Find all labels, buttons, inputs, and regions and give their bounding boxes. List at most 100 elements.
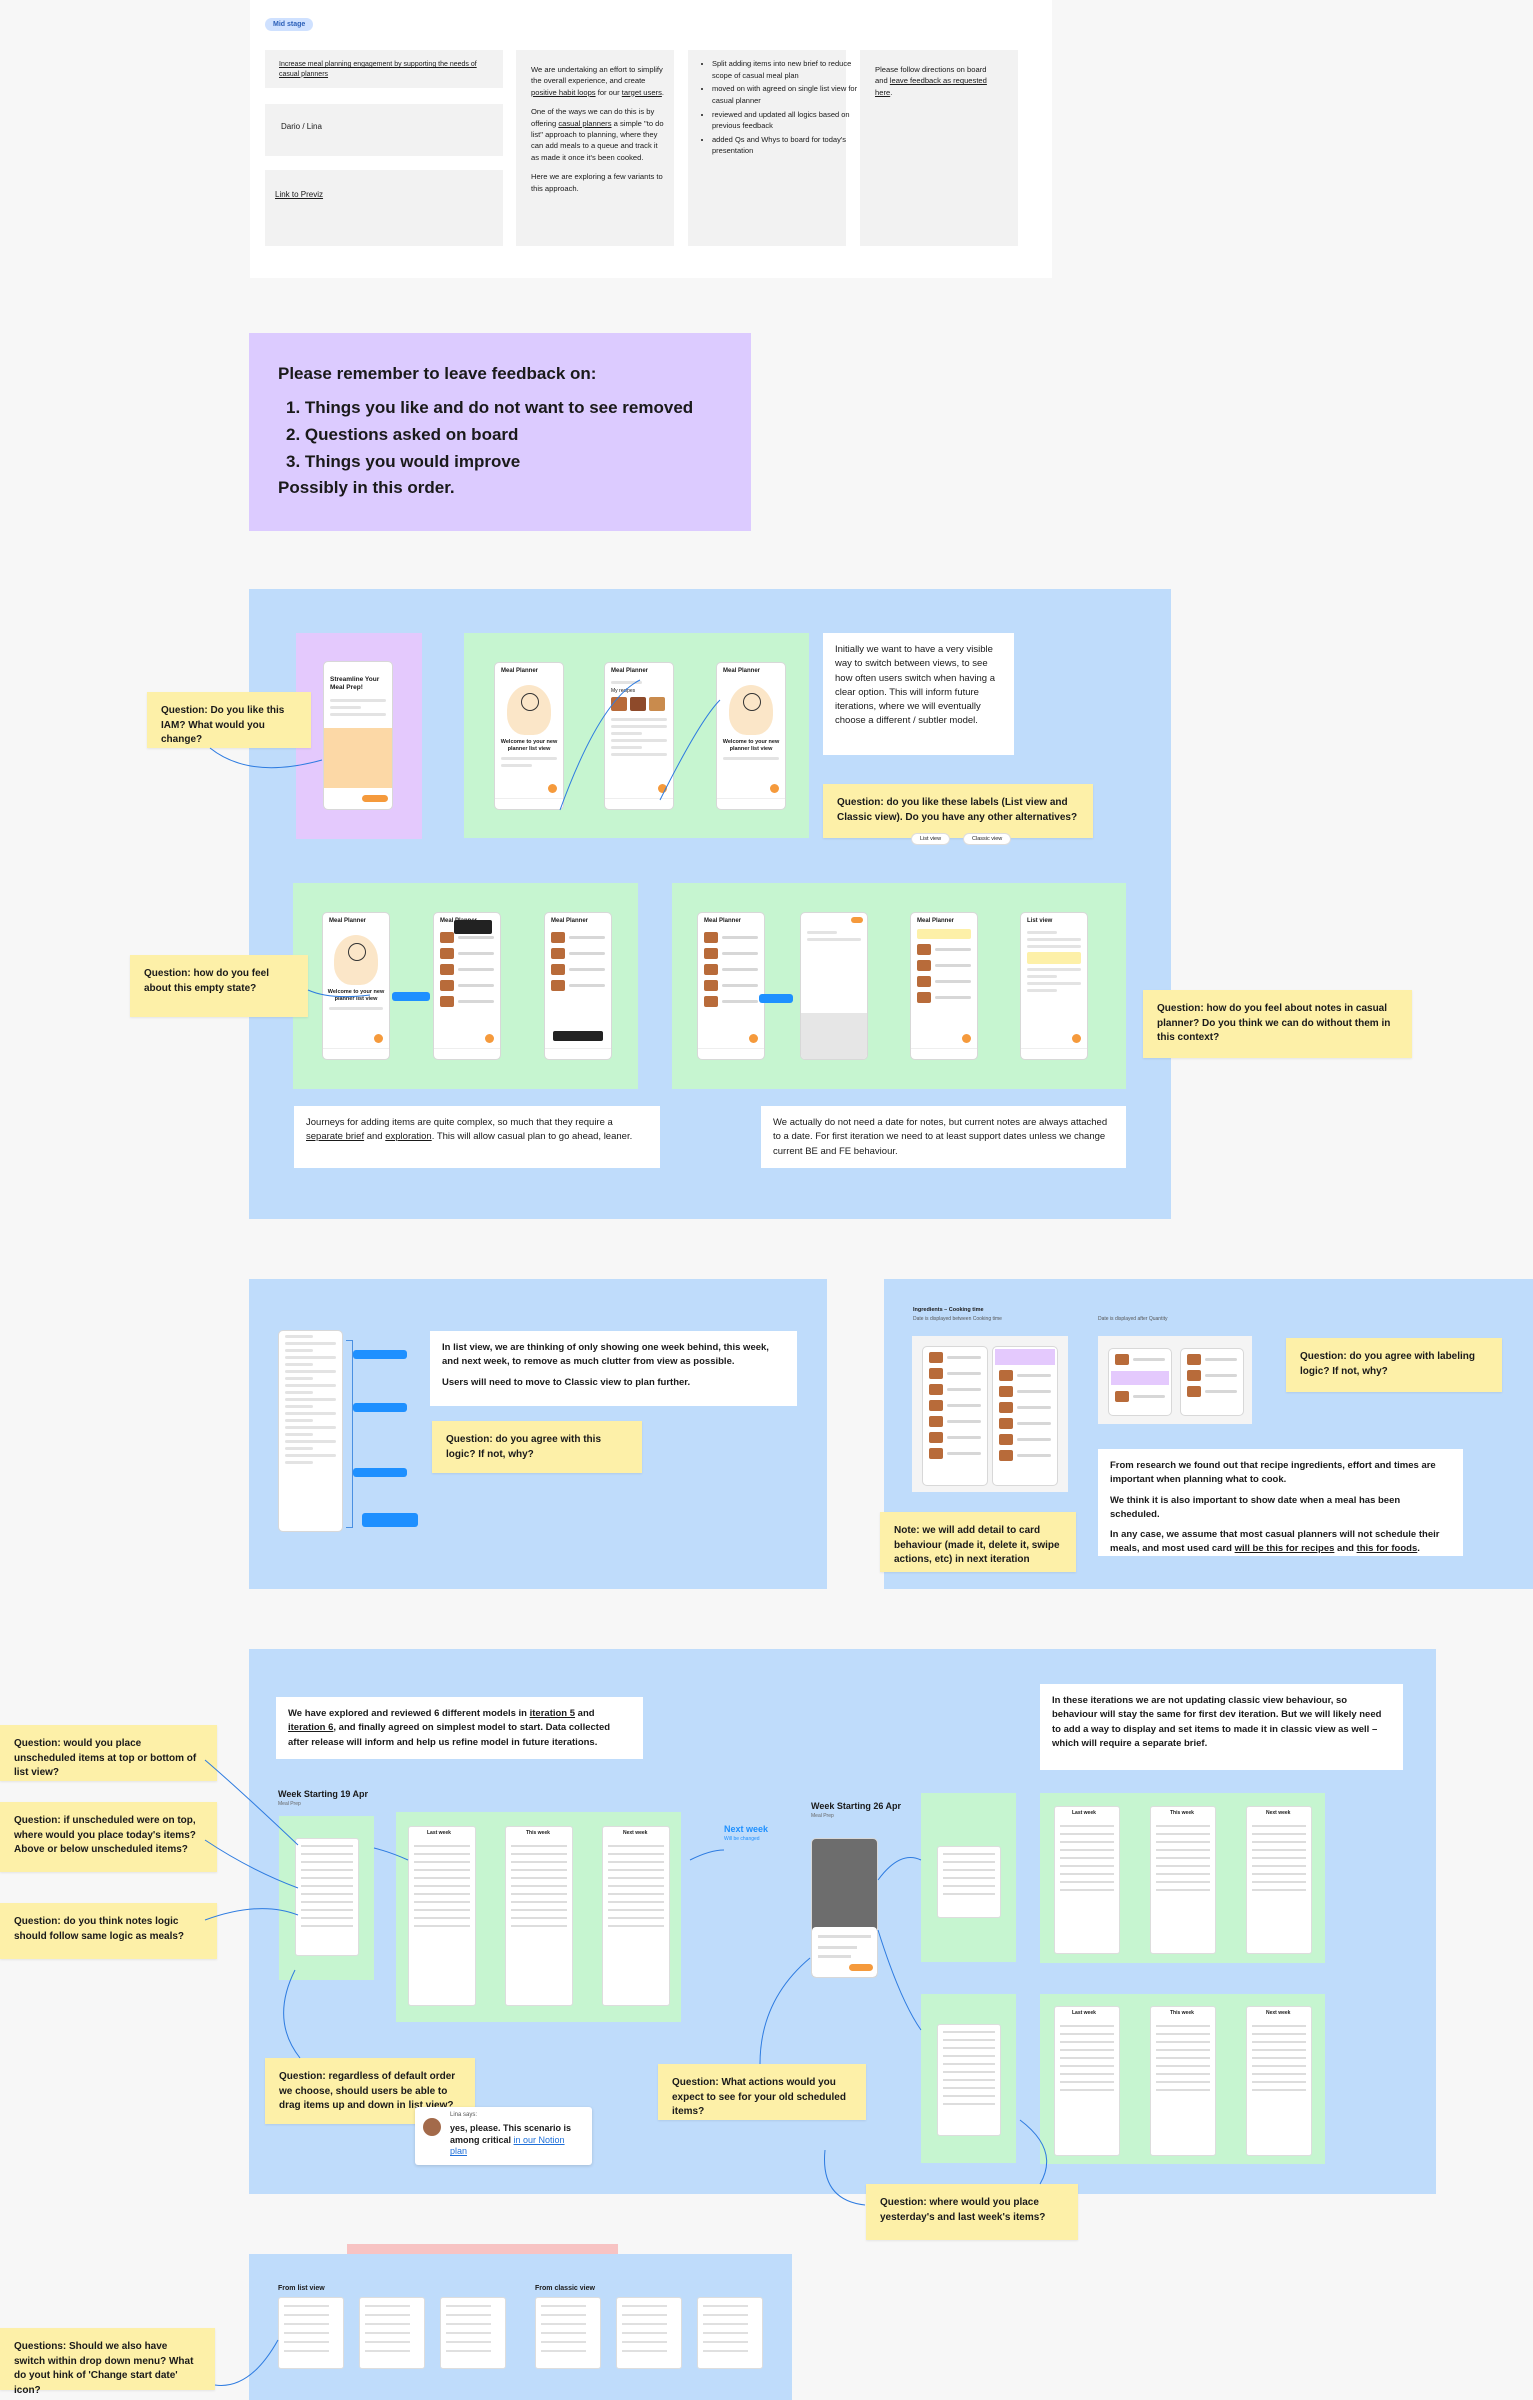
change-item: added Qs and Whys to board for today's p…: [712, 134, 858, 157]
week1-sub: Meal Prep: [278, 1801, 301, 1807]
add-fab[interactable]: [485, 1034, 494, 1043]
empty-caption: Welcome to your new planner list view: [327, 989, 385, 1003]
add-fab[interactable]: [548, 784, 557, 793]
casual-planners-link[interactable]: casual planners: [558, 118, 612, 128]
empty-caption: Welcome to your new planner list view: [722, 739, 780, 753]
classic-view-phone[interactable]: Meal Planner My recipes: [604, 662, 674, 810]
classic-view-note: In these iterations we are not updating …: [1040, 1684, 1403, 1770]
toggle-list-view[interactable]: List view: [911, 833, 951, 845]
intro-cell: [516, 50, 674, 246]
add-fab[interactable]: [658, 784, 667, 793]
list-view-phone[interactable]: Meal Planner Welcome to your new planner…: [716, 662, 786, 810]
column-label: Next week: [1266, 1810, 1291, 1816]
add-fab[interactable]: [1072, 1034, 1081, 1043]
week-chip: [362, 1513, 418, 1527]
menu-variant[interactable]: [535, 2297, 601, 2369]
next-week-column[interactable]: Next week: [1246, 2006, 1312, 2156]
foods-card-link[interactable]: this for foods: [1356, 1543, 1418, 1555]
recipes-card-link[interactable]: will be this for recipes: [1234, 1543, 1335, 1555]
iam-cta[interactable]: [362, 795, 388, 802]
toggle-classic-view[interactable]: Classic view: [963, 833, 1012, 845]
keyboard[interactable]: [801, 1013, 867, 1059]
bottom-sheet[interactable]: [812, 1927, 877, 1977]
previz-cell: [265, 170, 503, 246]
goal-cell: [265, 50, 503, 88]
menu-variant[interactable]: [359, 2297, 425, 2369]
this-week-column[interactable]: This week: [505, 1826, 573, 2006]
column-label: Next week: [623, 1830, 648, 1836]
target-users-link[interactable]: target users: [621, 87, 662, 97]
list-view-week-note: In list view, we are thinking of only sh…: [430, 1331, 797, 1406]
variant-a-card-list[interactable]: [922, 1346, 988, 1486]
label-a-sub: Date is displayed between Cooking time: [913, 1316, 1002, 1322]
question-labeling-sticky: Question: do you agree with labeling log…: [1286, 1338, 1502, 1392]
save-pill[interactable]: [851, 917, 863, 923]
feedback-list: 1. Things you like and do not want to se…: [286, 394, 693, 475]
question-notes-logic-sticky: Question: do you think notes logic shoul…: [0, 1903, 217, 1959]
add-fab[interactable]: [770, 784, 779, 793]
iteration-5-link[interactable]: iteration 5: [529, 1708, 576, 1719]
column-label: Next week: [1266, 2010, 1291, 2016]
notion-plan-link[interactable]: in our Notion plan: [450, 2134, 565, 2157]
column-label: Last week: [1072, 1810, 1096, 1816]
empty-list-phone[interactable]: Meal Planner Welcome to your new planner…: [494, 662, 564, 810]
variant-b-card[interactable]: [1180, 1348, 1244, 1416]
positive-habit-loops-link[interactable]: positive habit loops: [531, 87, 596, 97]
switch-views-note: Initially we want to have a very visible…: [823, 633, 1014, 755]
recipe-thumbs: [605, 694, 673, 714]
notes-list-phone[interactable]: Meal Planner: [697, 912, 765, 1060]
this-week-column[interactable]: This week: [1150, 2006, 1216, 2156]
goal-link[interactable]: Increase meal planning engagement by sup…: [279, 61, 477, 78]
list-menu-phone[interactable]: Meal Planner: [544, 912, 612, 1060]
last-week-column[interactable]: Last week: [1054, 2006, 1120, 2156]
feedback-item: 1. Things you like and do not want to se…: [286, 398, 694, 417]
iam-phone[interactable]: Streamline Your Meal Prep!: [323, 661, 393, 810]
week1-list-phone[interactable]: [295, 1838, 359, 1956]
card-behaviour-sticky: Note: we will add detail to card behavio…: [880, 1512, 1076, 1572]
next-week-column[interactable]: Next week: [1246, 1806, 1312, 1954]
classic-notes-phone[interactable]: List view: [1020, 912, 1088, 1060]
week2-modal-phone[interactable]: [811, 1838, 878, 1978]
iam-illustration: [324, 728, 392, 788]
previz-link[interactable]: Link to Previz: [275, 190, 324, 199]
empty-state-illustration: [729, 685, 773, 735]
leave-feedback-link[interactable]: leave feedback as requested here: [875, 76, 987, 97]
exploration-link[interactable]: exploration: [385, 1131, 432, 1143]
iteration-6-link[interactable]: iteration 6: [288, 1722, 334, 1734]
list-filled-phone[interactable]: Meal Planner: [433, 912, 501, 1060]
menu-variant[interactable]: [697, 2297, 763, 2369]
add-fab[interactable]: [374, 1034, 383, 1043]
separate-brief-link[interactable]: separate brief: [306, 1131, 365, 1143]
variant-b-card[interactable]: [1108, 1348, 1172, 1416]
research-note: From research we found out that recipe i…: [1098, 1449, 1463, 1556]
menu-variant[interactable]: [278, 2297, 344, 2369]
sheet-action-button[interactable]: [849, 1964, 873, 1971]
week2-list-phone[interactable]: [937, 2024, 1001, 2136]
directions-cell: [860, 50, 1018, 246]
week-list-phone[interactable]: [278, 1330, 343, 1532]
week2-list-phone[interactable]: [937, 1846, 1001, 1918]
menu-variant[interactable]: [616, 2297, 682, 2369]
this-week-column[interactable]: This week: [1150, 1806, 1216, 1954]
add-fab[interactable]: [962, 1034, 971, 1043]
last-week-column[interactable]: Last week: [1054, 1806, 1120, 1954]
add-fab[interactable]: [749, 1034, 758, 1043]
empty-state-chip: [392, 992, 430, 1001]
column-label: This week: [1170, 2010, 1194, 2016]
variant-a-card-list-highlight[interactable]: [992, 1346, 1058, 1486]
intro-text: We are undertaking an effort to simplify…: [531, 65, 664, 193]
empty-state-phone[interactable]: Meal Planner Welcome to your new planner…: [322, 912, 390, 1060]
changes-cell: [688, 50, 846, 246]
date-note: We actually do not need a date for notes…: [761, 1106, 1126, 1168]
avatar: [423, 2118, 441, 2136]
feedback-title: Please remember to leave feedback on:: [278, 364, 597, 383]
last-week-column[interactable]: Last week: [408, 1826, 476, 2006]
notes-added-phone[interactable]: Meal Planner: [910, 912, 978, 1060]
note-editor-phone[interactable]: [800, 912, 868, 1060]
question-unscheduled-sticky: Question: would you place unscheduled it…: [0, 1725, 217, 1781]
owners-cell: [265, 104, 503, 156]
next-week-column[interactable]: Next week: [602, 1826, 670, 2006]
add-note-chip: [759, 994, 793, 1003]
menu-variant[interactable]: [440, 2297, 506, 2369]
column-label: This week: [526, 1830, 550, 1836]
